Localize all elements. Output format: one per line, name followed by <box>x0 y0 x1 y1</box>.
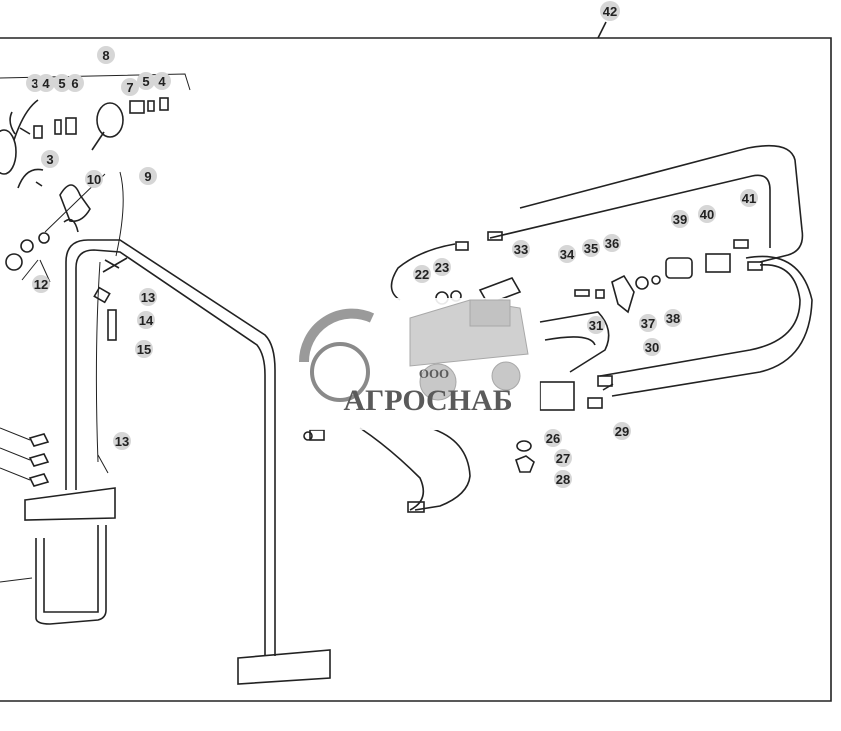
part-callout-bubble <box>582 239 600 257</box>
part-callout-label: 27 <box>556 451 570 466</box>
part-callout-bubble <box>512 240 530 258</box>
part-callout-label: 5 <box>58 76 65 91</box>
part-callout-label: 36 <box>605 236 619 251</box>
part-callout-bubble <box>135 340 153 358</box>
part-callout-bubble <box>32 275 50 293</box>
part-callout-bubble <box>97 46 115 64</box>
part-callout-label: 6 <box>71 76 78 91</box>
part-callout-label: 28 <box>556 472 570 487</box>
part-callout-label: 39 <box>673 212 687 227</box>
part-callout-label: 3 <box>46 152 53 167</box>
part-callout-bubble <box>139 167 157 185</box>
part-callout-label: 13 <box>141 290 155 305</box>
part-callout-bubble <box>643 338 661 356</box>
part-callout-label: 8 <box>102 48 109 63</box>
part-callout-label: 26 <box>546 431 560 446</box>
part-callout-label: 4 <box>42 76 50 91</box>
part-callout-bubble <box>413 265 431 283</box>
part-callout-label: 41 <box>742 191 756 206</box>
part-callout-label: 34 <box>560 247 575 262</box>
part-callout-label: 40 <box>700 207 714 222</box>
part-callout-bubble <box>587 316 605 334</box>
part-callout-bubble <box>603 234 621 252</box>
part-callout-label: 30 <box>645 340 659 355</box>
part-callout-bubble <box>698 205 716 223</box>
part-callout-label: 7 <box>126 80 133 95</box>
part-callout-label: 15 <box>137 342 151 357</box>
part-callout-label: 29 <box>615 424 629 439</box>
part-callout-bubble <box>554 449 572 467</box>
part-callout-label: 10 <box>87 172 101 187</box>
part-callout-bubble <box>121 78 139 96</box>
part-callout-label: 22 <box>415 267 429 282</box>
part-callout-label: 23 <box>435 260 449 275</box>
part-callout-bubble <box>433 258 451 276</box>
part-callout-bubble <box>671 210 689 228</box>
part-callout-bubble <box>554 470 572 488</box>
part-callout-label: 3 <box>31 76 38 91</box>
part-callout-bubble <box>85 170 103 188</box>
gear-icon <box>310 342 370 402</box>
part-callout-label: 13 <box>115 434 129 449</box>
frame-label: 42 <box>603 4 617 19</box>
part-callout-bubble <box>613 422 631 440</box>
part-callout-label: 37 <box>641 316 655 331</box>
part-callout-bubble <box>639 314 657 332</box>
frame-label-bubble <box>600 1 620 21</box>
part-callout-label: 12 <box>34 277 48 292</box>
wiring-harness <box>309 144 813 513</box>
watermark-arc <box>298 308 375 363</box>
agrosnab-watermark: ООО АГРОСНАБ <box>290 298 540 430</box>
part-callout-bubble <box>53 74 71 92</box>
part-callout-bubble <box>41 150 59 168</box>
diagram-frame <box>0 37 832 702</box>
part-callout-bubble <box>113 432 131 450</box>
part-callout-bubble <box>664 309 682 327</box>
watermark-prefix: ООО <box>419 366 449 381</box>
part-callout-bubble <box>558 245 576 263</box>
part-callout-bubble <box>139 288 157 306</box>
part-callout-label: 33 <box>514 242 528 257</box>
part-callout-label: 9 <box>144 169 151 184</box>
watermark-name: АГРОСНАБ <box>343 384 512 417</box>
frame-leader <box>597 21 607 39</box>
part-callout-label: 35 <box>584 241 598 256</box>
part-callout-bubble <box>153 72 171 90</box>
part-callout-bubble <box>137 311 155 329</box>
part-callout-label: 38 <box>666 311 680 326</box>
part-callout-label: 14 <box>139 313 154 328</box>
part-callout-bubble <box>137 72 155 90</box>
lamp-assembly <box>0 97 169 283</box>
combine-harvester-logo <box>409 299 529 401</box>
part-callout-bubble <box>37 74 55 92</box>
handrail-frame <box>0 239 331 685</box>
part-callout-bubble <box>740 189 758 207</box>
part-callout-label: 4 <box>158 74 166 89</box>
part-callout-bubble <box>66 74 84 92</box>
part-callout-bubble <box>544 429 562 447</box>
part-callout-label: 31 <box>589 318 603 333</box>
part-callout-label: 5 <box>142 74 149 89</box>
